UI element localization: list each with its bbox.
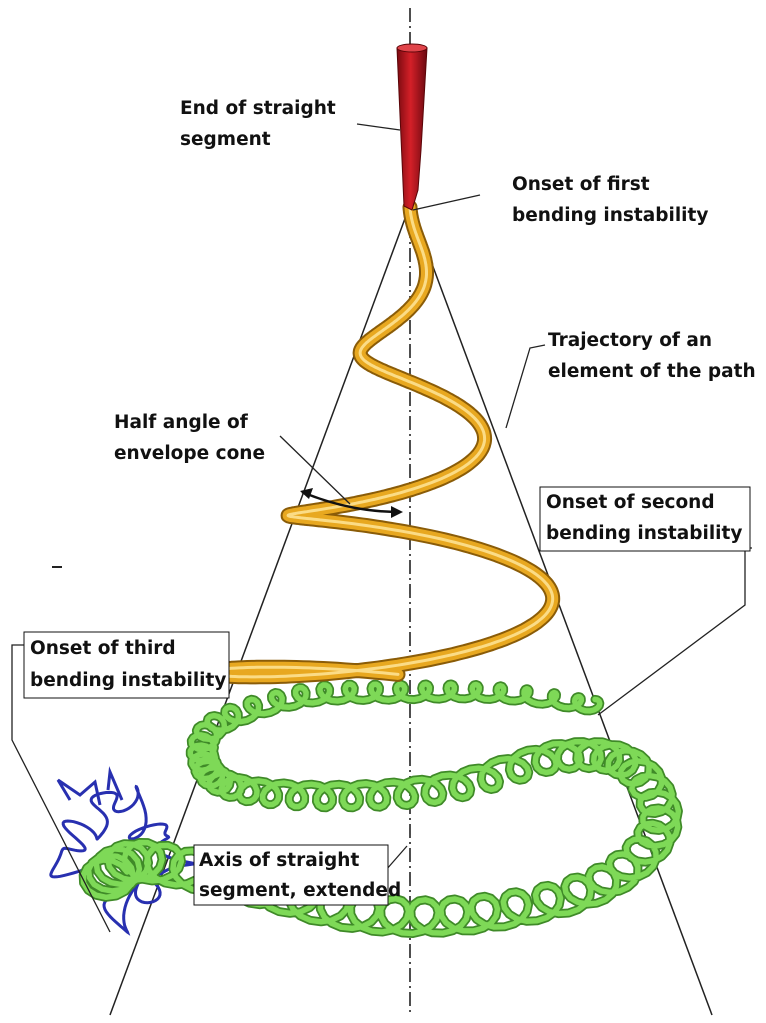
leader-end-straight [357, 124, 400, 130]
leader-onset-second [598, 548, 752, 715]
leader-trajectory [506, 345, 545, 428]
leader-half-angle [280, 436, 350, 504]
label-end-straight: End of straight segment [180, 98, 342, 150]
leader-onset-first [413, 195, 480, 210]
label-half-angle: Half angle of envelope cone [114, 412, 265, 464]
label-onset-first: Onset of first bending instability [512, 174, 708, 226]
leader-axis [386, 846, 407, 870]
straight-segment [397, 44, 427, 210]
label-trajectory: Trajectory of an element of the path [548, 330, 756, 382]
